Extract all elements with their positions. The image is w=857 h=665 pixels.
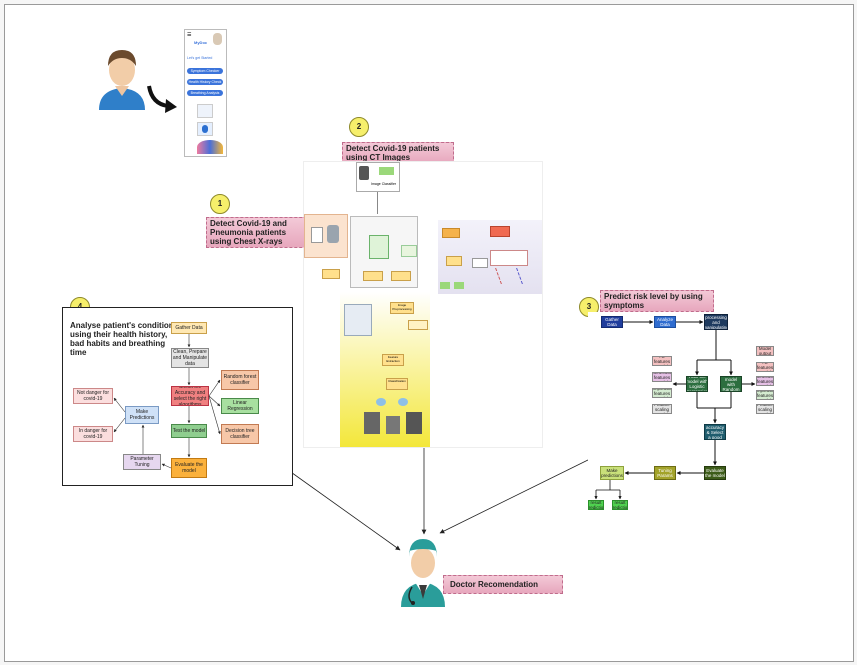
app-brand: MyDoc (194, 40, 208, 45)
ct-flow-panel: Image Classifier Image Preprocessing Fea… (303, 161, 543, 448)
risk-left-2: Selected features Model (652, 372, 672, 382)
analysis-arrows (113, 334, 221, 469)
node-linear-regression: Linear Regression (221, 398, 259, 414)
ct-net-white-2 (490, 250, 528, 266)
ct-connector (377, 192, 378, 214)
ct-left-yellow (322, 269, 340, 279)
doctor-card[interactable] (197, 104, 213, 118)
ct-scan-3 (406, 412, 422, 434)
history-button[interactable]: Health History Check (187, 79, 223, 85)
ct-net-green-2 (454, 282, 464, 289)
node-clean-data: Clean, Prepare and Manipulate data (171, 348, 209, 368)
xray-card (311, 227, 323, 243)
risk-left-3: Important features Model (652, 388, 672, 398)
ct-side-block (401, 245, 417, 257)
ct-yellow-b (391, 271, 411, 281)
ct-scan-1 (364, 412, 380, 434)
ct-scan-2 (386, 416, 400, 434)
analysis-panel: Analyse patient's condition using their … (62, 307, 293, 486)
risk-out-a: result prediction (588, 500, 604, 510)
doctor-icon (398, 535, 448, 607)
ct-net-white-1 (472, 258, 488, 268)
node-not-danger: Not danger for covid-19 (73, 388, 113, 404)
ct-top-box: Image Classifier (356, 162, 400, 192)
node-decision-tree: Decision tree classifier (221, 424, 259, 444)
ct-scan-thumb (359, 166, 369, 180)
risk-left-4: Feature scaling Model (652, 404, 672, 414)
doctor-avatar-icon (213, 33, 222, 45)
user-avatar (97, 44, 147, 110)
risk-tuning: Tuning Params (654, 466, 676, 480)
ct-step-1: Image Preprocessing (390, 302, 414, 314)
arrow-analysis-to-doctor (287, 469, 401, 551)
risk-preprocess: Pre-processing and manipulating data (704, 314, 728, 330)
ct-green-chip (379, 167, 394, 175)
ct-lung-diagram (344, 304, 372, 336)
node-evaluate-model: Evaluate the model (171, 458, 207, 478)
symptom-button[interactable]: Symptom Checker (187, 68, 223, 74)
ct-step-side (408, 320, 428, 330)
ct-net-green-1 (440, 282, 450, 289)
risk-arrows (594, 320, 756, 500)
lungs-card[interactable] (197, 122, 213, 136)
breathing-button[interactable]: Breathing Analysis (187, 90, 223, 96)
risk-left-1: All features Model (652, 356, 672, 366)
risk-out-b: result prediction (612, 500, 628, 510)
risk-flow-panel: Gather Data Analyze Data Pre-processing … (588, 312, 776, 512)
node-make-predictions: Make Predictions (125, 406, 159, 424)
ct-top-label: Image Classifier (371, 182, 397, 186)
step-1-number: 1 (210, 194, 230, 214)
risk-predict: Make predictions (600, 466, 624, 480)
ct-yellow-a (363, 271, 383, 281)
node-test-model: Test the model (171, 424, 207, 438)
node-parameter-tuning: Parameter Tuning (123, 454, 161, 470)
node-in-danger: In danger for covid-19 (73, 426, 113, 442)
ct-net-scribble (495, 268, 523, 284)
node-gather-data: Gather Data (171, 322, 207, 334)
ct-net-red (490, 226, 510, 237)
risk-check: Check accuracy & Select a good Model (704, 424, 726, 440)
node-random-forest: Random forest classifier (221, 370, 259, 390)
risk-analyze: Analyze Data (654, 316, 676, 328)
doctor-recommendation-label: Doctor Recomendation (443, 575, 563, 594)
arrow-risk-to-doctor (439, 457, 593, 534)
ct-network-panel (438, 220, 542, 294)
xray-lungs-icon (327, 225, 339, 243)
step-1-title: Detect Covid-19 and Pneumonia patients u… (206, 217, 312, 248)
ct-output-a (376, 398, 386, 406)
risk-evaluate: Evaluate the model (704, 466, 726, 480)
risk-right-2: All features Model (756, 362, 774, 372)
ct-net-orange-1 (442, 228, 460, 238)
risk-right-4: Important features Model (756, 390, 774, 400)
risk-gather: Gather Data (601, 316, 623, 328)
ct-step-2: Feature Extraction (382, 354, 404, 366)
step-4-title: Analyse patient's condition using their … (70, 321, 174, 357)
mobile-app-mockup: ☰ MyDoc Let's get Started Symptom Checke… (184, 29, 227, 157)
xray-thumbnail (304, 214, 348, 258)
app-footer-art (197, 140, 223, 154)
risk-right-3: Selected features Model (756, 376, 774, 386)
ct-yellow-flow: Image Preprocessing Feature Extraction C… (340, 292, 430, 447)
ct-step-3: Classification (386, 378, 408, 390)
ct-output-b (398, 398, 408, 406)
menu-icon[interactable]: ☰ (187, 32, 192, 38)
risk-right-5: Feature scaling Model (756, 404, 774, 414)
risk-train-a: Train the model with Logistic Regression (686, 376, 708, 392)
ct-central-frame (350, 216, 418, 288)
step-3-title: Predict risk level by using symptoms (600, 290, 714, 312)
ct-green-block (369, 235, 389, 259)
node-check-accuracy: Check the Accuracy and select the right … (171, 386, 209, 406)
step-2-number: 2 (349, 117, 369, 137)
curved-arrow-icon (146, 82, 180, 116)
risk-train-b: Train the model with Random Forest (720, 376, 742, 392)
risk-right-1: Model output (756, 346, 774, 356)
ct-net-yellow (446, 256, 462, 266)
app-greeting: Let's get Started (187, 56, 213, 60)
